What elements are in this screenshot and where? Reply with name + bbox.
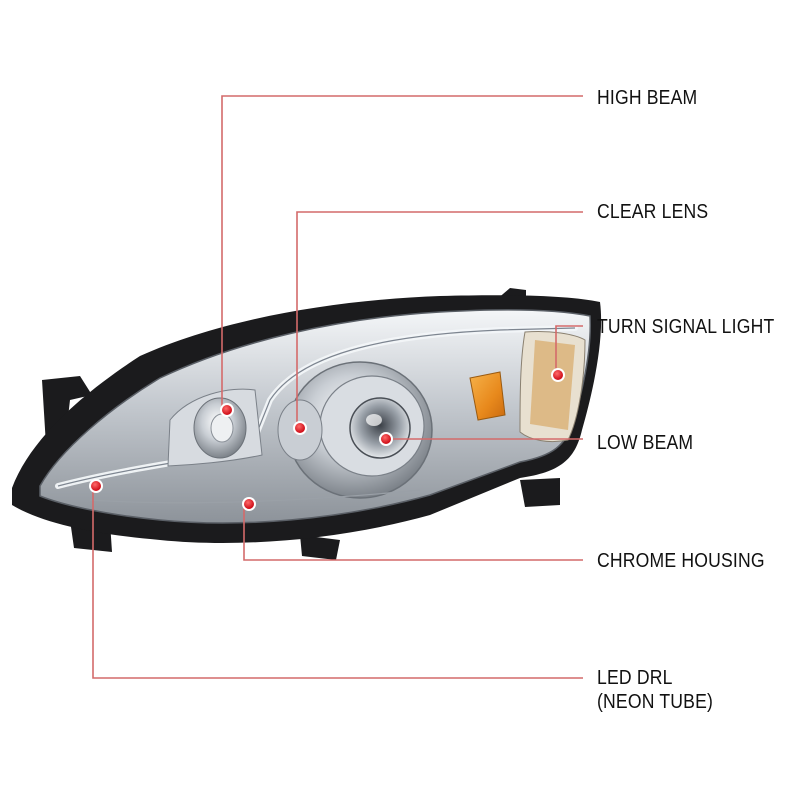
- callout-markers: [89, 368, 565, 511]
- marker-dot-chrome-housing: [244, 499, 254, 509]
- marker-dot-led-drl: [91, 481, 101, 491]
- label-led-drl-line2: (NEON TUBE): [597, 691, 714, 713]
- marker-dot-turn-signal-light: [553, 370, 563, 380]
- label-high-beam: HIGH BEAM: [597, 86, 697, 110]
- low-beam-projector: [277, 361, 433, 499]
- marker-dot-clear-lens: [295, 423, 305, 433]
- label-clear-lens: CLEAR LENS: [597, 200, 708, 224]
- label-led-drl: LED DRL (NEON TUBE): [597, 666, 713, 714]
- label-clear-lens-text: CLEAR LENS: [597, 201, 709, 223]
- turn-signal-amber: [469, 331, 586, 443]
- headlight-body: [12, 288, 602, 560]
- label-low-beam: LOW BEAM: [597, 431, 693, 455]
- label-led-drl-line1: LED DRL: [597, 667, 673, 689]
- label-chrome-housing-text: CHROME HOUSING: [597, 550, 765, 572]
- label-low-beam-text: LOW BEAM: [597, 432, 694, 454]
- label-high-beam-text: HIGH BEAM: [597, 87, 698, 109]
- bottom-tabs: [70, 478, 560, 560]
- marker-dot-low-beam: [381, 434, 391, 444]
- label-chrome-housing: CHROME HOUSING: [597, 549, 765, 573]
- label-turn-signal-light-text: TURN SIGNAL LIGHT: [597, 316, 775, 338]
- label-turn-signal-light: TURN SIGNAL LIGHT: [597, 315, 774, 339]
- marker-dot-high-beam: [222, 405, 232, 415]
